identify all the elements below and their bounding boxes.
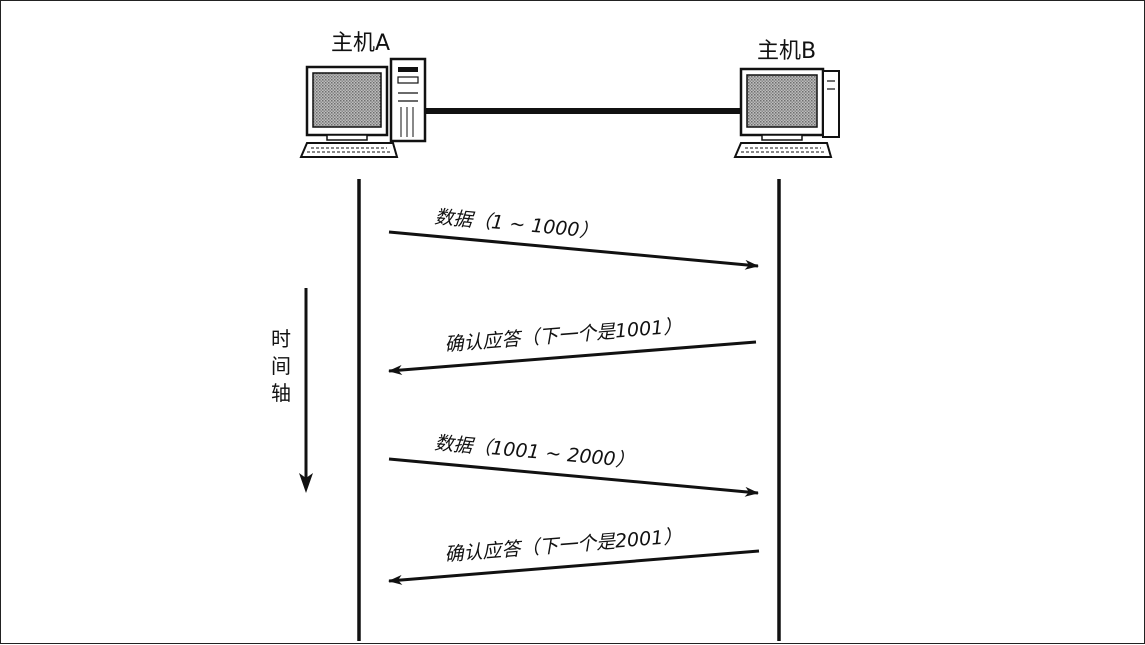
host-b-label: 主机B — [757, 39, 816, 64]
host-a-computer-icon — [301, 59, 425, 157]
message-arrow: 确认应答（下一个是2001） — [389, 525, 759, 581]
message-arrow: 数据（1001 ~ 2000） — [389, 432, 758, 493]
time-axis: 时 间 轴 — [271, 288, 313, 493]
time-axis-char-2: 间 — [271, 354, 291, 378]
message-arrow: 数据（1 ~ 1000） — [389, 206, 758, 266]
host-b-computer-icon — [735, 69, 839, 157]
message-arrow: 确认应答（下一个是1001） — [389, 315, 756, 371]
time-axis-char-1: 时 — [271, 327, 291, 351]
host-a-label: 主机A — [331, 31, 390, 56]
time-axis-char-3: 轴 — [271, 381, 291, 405]
